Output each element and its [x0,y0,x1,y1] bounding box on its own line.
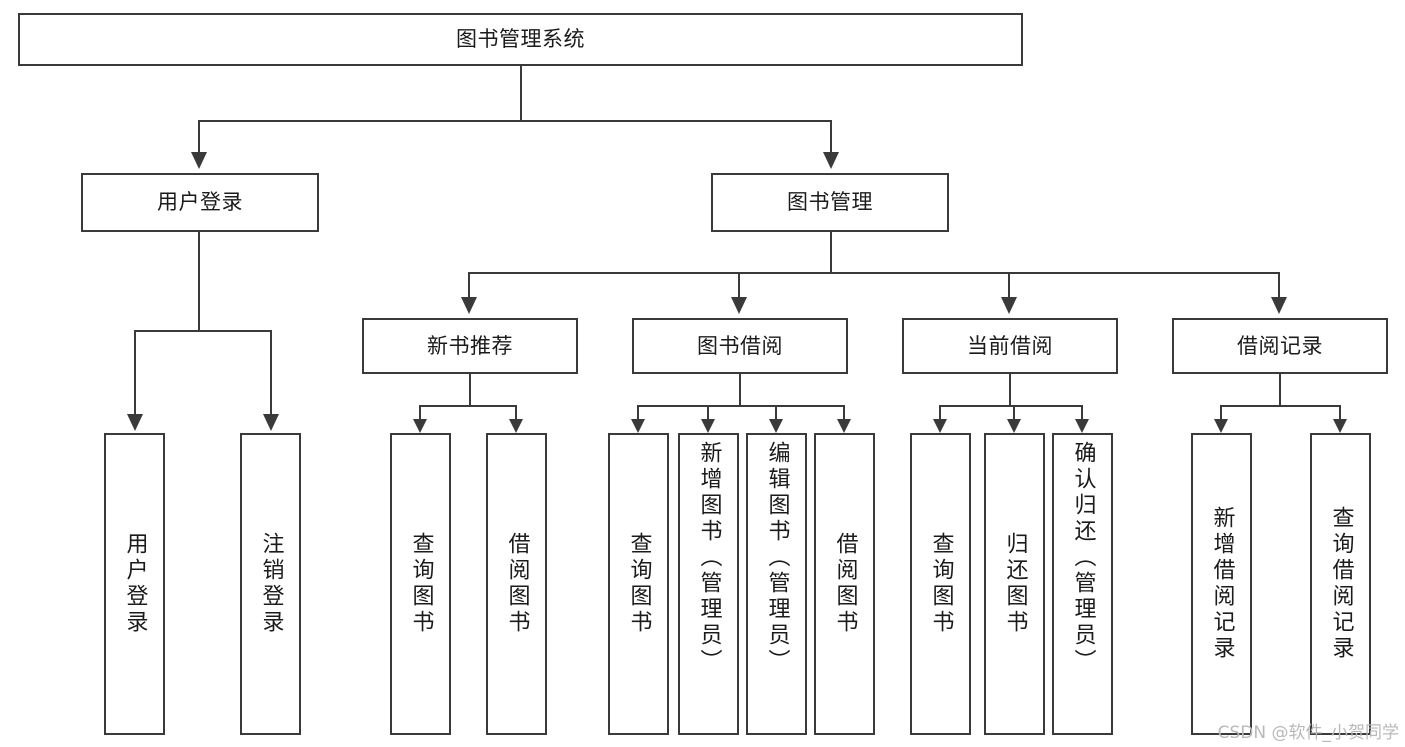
edge-to-leaf-borrow-book-1 [515,405,517,421]
arrowhead-user-login [191,152,207,169]
node-leaf-query-book-3[interactable]: 查询图书 [910,433,971,735]
node-book-borrow[interactable]: 图书借阅 [632,318,848,374]
edge-book-borrow-bus [637,405,845,407]
arrowhead-new-book-rec [461,297,477,314]
edge-current-borrow-stem [1009,374,1011,406]
node-root[interactable]: 图书管理系统 [18,13,1023,66]
node-leaf-query-book-3-label: 查询图书 [928,532,954,636]
node-current-borrow-label: 当前借阅 [967,333,1053,358]
edge-to-leaf-user-login [134,330,136,416]
edge-book-manage-bus [468,272,1280,274]
node-leaf-return-book[interactable]: 归还图书 [984,433,1045,735]
node-leaf-query-book-1[interactable]: 查询图书 [390,433,451,735]
arrowhead-leaf-query-book-2 [631,419,645,433]
edge-root-bus [198,120,832,122]
arrowhead-leaf-query-book-1 [413,419,427,433]
edge-to-leaf-add-record [1220,405,1222,421]
node-leaf-user-login[interactable]: 用户登录 [104,433,165,735]
edge-to-new-book-rec [468,272,470,299]
node-leaf-query-book-2[interactable]: 查询图书 [608,433,669,735]
edge-to-leaf-edit-book [775,405,777,421]
node-root-label: 图书管理系统 [456,27,585,52]
node-book-manage[interactable]: 图书管理 [711,173,949,232]
node-leaf-edit-book[interactable]: 编辑图书（管理员） [746,433,807,735]
arrowhead-book-manage [823,152,839,169]
node-leaf-add-book[interactable]: 新增图书（管理员） [678,433,739,735]
node-new-book-rec-label: 新书推荐 [427,333,513,358]
edge-book-borrow-stem [739,374,741,406]
edge-book-manage-stem [830,232,832,273]
edge-to-leaf-query-book-2 [637,405,639,421]
node-leaf-query-record[interactable]: 查询借阅记录 [1310,433,1371,735]
node-leaf-logout-login[interactable]: 注销登录 [240,433,301,735]
edge-new-book-rec-stem [469,374,471,406]
edge-to-leaf-logout-login [270,330,272,416]
edge-borrow-record-bus [1220,405,1341,407]
arrowhead-leaf-borrow-book-1 [509,419,523,433]
node-leaf-edit-book-label: 编辑图书（管理员） [764,441,790,675]
node-leaf-add-record-label: 新增借阅记录 [1209,506,1235,662]
edge-to-current-borrow [1008,272,1010,299]
node-leaf-borrow-book-1-label: 借阅图书 [504,532,530,636]
edge-root-stem [520,66,522,121]
edge-to-leaf-return-book [1013,405,1015,421]
edge-to-leaf-add-book [707,405,709,421]
arrowhead-leaf-add-book [701,419,715,433]
edge-user-login-stem [198,232,200,332]
node-leaf-query-book-2-label: 查询图书 [626,532,652,636]
arrowhead-leaf-user-login [127,414,143,431]
edge-to-leaf-query-record [1339,405,1341,421]
node-leaf-return-book-label: 归还图书 [1002,532,1028,636]
edge-to-leaf-query-book-3 [939,405,941,421]
node-leaf-logout-login-label: 注销登录 [258,532,284,636]
edge-to-leaf-query-book-1 [419,405,421,421]
node-leaf-confirm-return[interactable]: 确认归还（管理员） [1052,433,1113,735]
edge-root-to-book-manage [830,120,832,154]
node-user-login-label: 用户登录 [157,190,243,215]
edge-borrow-record-stem [1279,374,1281,406]
node-leaf-add-book-label: 新增图书（管理员） [696,441,722,675]
node-leaf-query-book-1-label: 查询图书 [408,532,434,636]
node-borrow-record[interactable]: 借阅记录 [1172,318,1388,374]
edge-to-leaf-borrow-book-2 [843,405,845,421]
node-leaf-borrow-book-2-label: 借阅图书 [832,532,858,636]
arrowhead-leaf-logout-login [263,414,279,431]
node-leaf-add-record[interactable]: 新增借阅记录 [1191,433,1252,735]
edge-current-borrow-bus [939,405,1081,407]
node-leaf-user-login-label: 用户登录 [122,532,148,636]
arrowhead-leaf-query-book-3 [933,419,947,433]
node-leaf-confirm-return-label: 确认归还（管理员） [1070,441,1096,675]
node-book-manage-label: 图书管理 [787,190,873,215]
edge-to-borrow-record [1278,272,1280,299]
arrowhead-leaf-query-record [1333,419,1347,433]
node-user-login[interactable]: 用户登录 [81,173,319,232]
edge-to-leaf-confirm-return [1081,405,1083,421]
arrowhead-leaf-edit-book [769,419,783,433]
node-borrow-record-label: 借阅记录 [1237,333,1323,358]
edge-new-book-rec-bus [419,405,517,407]
edge-root-to-user-login [198,120,200,154]
arrowhead-borrow-record [1271,297,1287,314]
arrowhead-book-borrow [731,297,747,314]
node-leaf-borrow-book-2[interactable]: 借阅图书 [814,433,875,735]
node-leaf-query-record-label: 查询借阅记录 [1328,506,1354,662]
node-current-borrow[interactable]: 当前借阅 [902,318,1118,374]
arrowhead-leaf-return-book [1007,419,1021,433]
node-leaf-borrow-book-1[interactable]: 借阅图书 [486,433,547,735]
arrowhead-leaf-add-record [1214,419,1228,433]
node-book-borrow-label: 图书借阅 [697,333,783,358]
arrowhead-leaf-confirm-return [1075,419,1089,433]
arrowhead-leaf-borrow-book-2 [837,419,851,433]
node-new-book-rec[interactable]: 新书推荐 [362,318,578,374]
arrowhead-current-borrow [1001,297,1017,314]
edge-user-login-bus [134,330,272,332]
edge-to-book-borrow [738,272,740,299]
